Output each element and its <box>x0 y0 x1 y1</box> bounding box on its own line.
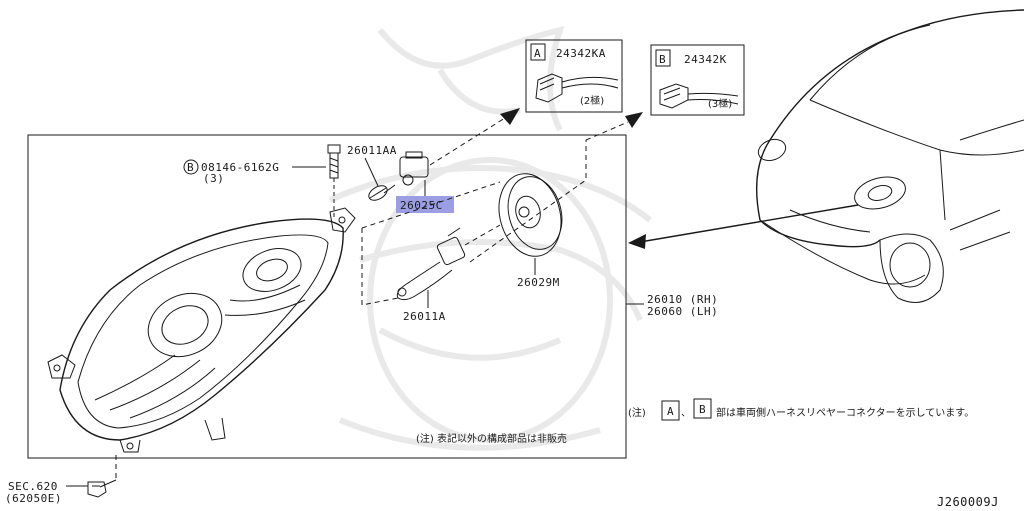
halogen-bulb-callout: 26011A <box>403 310 446 323</box>
sec-clip <box>87 481 107 498</box>
connector-a-part: 24342KA <box>556 47 606 60</box>
sec-part-callout: (62050E) <box>5 492 62 505</box>
cap-callout: 26029M <box>517 276 560 289</box>
connector-b-poles: (3極) <box>708 97 732 110</box>
not-sold-note: (注) 表記以外の構成部品は非販売 <box>416 432 567 445</box>
connector-b-box <box>650 44 745 116</box>
sec-callout: SEC.620 <box>8 480 58 493</box>
car-pointer-line <box>639 204 859 243</box>
headlamp-lh-callout: 26060 (LH) <box>647 305 718 318</box>
headlamp-rh-callout: 26010 (RH) <box>647 293 718 306</box>
socket-bulb-highlight <box>396 196 454 213</box>
connector-a-box <box>525 39 623 113</box>
connector-note-sep: 、 <box>681 408 691 419</box>
connector-b-part: 24342K <box>684 53 727 66</box>
connector-note-b: B <box>699 403 706 416</box>
bulb-socket <box>383 151 429 194</box>
car-illustration <box>756 9 1024 303</box>
socket-retainer-callout: 26011AA <box>347 144 397 157</box>
connector-note-a: A <box>667 405 674 418</box>
bolt-prefix-circle <box>183 159 199 175</box>
arrow-to-connector-a <box>429 117 506 166</box>
bolt <box>327 144 341 218</box>
connector-a-letter: A <box>534 47 541 60</box>
bulb-cap <box>498 173 563 257</box>
bolt-qty: (3) <box>203 172 224 185</box>
diagram-id: J260009J <box>937 495 999 509</box>
connector-note-text: 部は車両側ハーネスリペヤーコネクターを示しています。 <box>716 406 974 419</box>
connector-b-letter: B <box>659 53 666 66</box>
samurai-watermark <box>328 25 652 451</box>
halogen-bulb <box>396 227 466 301</box>
connector-note-prefix: (注) <box>628 406 646 419</box>
socket-retainer <box>368 185 388 201</box>
arrow-to-connector-b <box>585 121 629 141</box>
bolt-prefix-letter: B <box>187 161 194 174</box>
headlamp-housing <box>47 207 356 453</box>
assembly-frame <box>27 134 627 459</box>
bolt-callout: 08146-6162G <box>201 161 279 174</box>
socket-bulb-callout: 26025C <box>400 199 443 212</box>
assembly-guide-lines <box>361 140 587 306</box>
connector-a-poles: (2極) <box>580 94 604 107</box>
